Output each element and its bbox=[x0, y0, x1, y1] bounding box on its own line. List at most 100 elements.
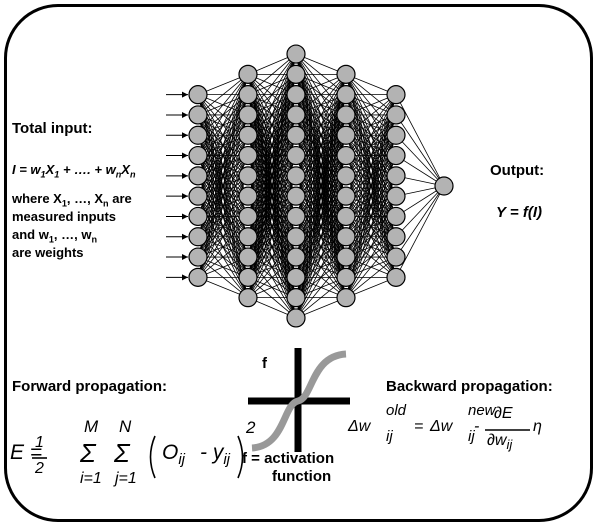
forward-i-start: i=1 bbox=[80, 470, 102, 487]
activation-function-plot bbox=[248, 348, 350, 452]
network-node bbox=[188, 85, 208, 105]
backward-old: old bbox=[386, 402, 407, 419]
right-paren bbox=[237, 435, 244, 479]
network-edge bbox=[295, 74, 347, 156]
network-edge bbox=[247, 216, 297, 298]
network-node bbox=[188, 227, 208, 247]
network-edge bbox=[247, 94, 297, 298]
sigmoid-curve bbox=[251, 350, 347, 452]
network-node bbox=[188, 186, 208, 206]
network-nodes bbox=[188, 44, 454, 328]
forward-half-den: 2 bbox=[35, 460, 44, 477]
network-edge bbox=[247, 53, 297, 217]
network-edge bbox=[395, 185, 445, 258]
network-node bbox=[188, 166, 208, 186]
network-node bbox=[386, 227, 406, 247]
network-node bbox=[286, 186, 306, 206]
input-arrow-head bbox=[182, 111, 188, 118]
output-equation: Y = f(I) bbox=[496, 204, 542, 221]
network-node bbox=[336, 105, 356, 125]
network-node bbox=[238, 64, 258, 84]
network-node bbox=[286, 85, 306, 105]
total-input-where-line-2: measured inputs bbox=[12, 209, 117, 224]
backward-dE: ∂E bbox=[494, 405, 513, 422]
network-node bbox=[336, 145, 356, 166]
network-node bbox=[238, 227, 258, 247]
input-arrows bbox=[166, 91, 188, 281]
network-node bbox=[336, 85, 356, 105]
backward-equals: = bbox=[414, 418, 424, 435]
total-input-where-line-1: where X1, …, Xn are bbox=[12, 191, 132, 209]
network-node bbox=[238, 125, 258, 145]
backward-new: new bbox=[468, 402, 496, 419]
network-node bbox=[188, 145, 208, 166]
network-node bbox=[336, 206, 356, 227]
network-edge bbox=[247, 135, 297, 298]
backward-eta: η bbox=[533, 418, 542, 435]
input-arrow-head bbox=[182, 254, 188, 261]
input-arrow-head bbox=[182, 91, 188, 98]
network-node bbox=[238, 85, 258, 105]
network-node bbox=[286, 288, 306, 308]
network-edge bbox=[197, 74, 249, 258]
activation-caption-line-2: function bbox=[272, 468, 332, 485]
network-node bbox=[238, 288, 258, 308]
forward-half-num: 1 bbox=[35, 434, 44, 451]
network-node bbox=[238, 105, 258, 125]
network-node bbox=[286, 166, 306, 186]
sum-sign-j: Σ bbox=[113, 438, 131, 468]
network-edge bbox=[247, 53, 297, 258]
network-edge bbox=[345, 94, 397, 298]
input-arrow-head bbox=[182, 172, 188, 179]
activation-caption-line-1: f = activation bbox=[242, 450, 335, 467]
network-node bbox=[238, 206, 258, 227]
network-node bbox=[386, 186, 406, 206]
network-edge bbox=[295, 256, 347, 319]
network-node bbox=[238, 186, 258, 206]
forward-j-start: j=1 bbox=[115, 470, 137, 487]
network-node bbox=[336, 267, 356, 287]
network-node bbox=[286, 247, 306, 267]
network-edge bbox=[247, 53, 297, 278]
forward-N: N bbox=[119, 417, 132, 436]
network-node bbox=[286, 267, 306, 287]
rounded-frame bbox=[4, 4, 593, 522]
forward-square: 2 bbox=[246, 418, 256, 437]
network-node bbox=[386, 206, 406, 227]
network-node bbox=[286, 206, 306, 227]
input-arrow-head bbox=[182, 233, 188, 240]
network-node bbox=[336, 125, 356, 145]
network-edge bbox=[247, 114, 297, 298]
network-node bbox=[386, 166, 406, 186]
network-node bbox=[336, 166, 356, 186]
network-edge bbox=[247, 53, 297, 237]
activation-f-label: f bbox=[262, 355, 267, 372]
network-edge bbox=[345, 94, 397, 136]
network-edge bbox=[345, 216, 397, 298]
network-edge bbox=[197, 114, 249, 278]
network-node bbox=[386, 85, 406, 105]
network-edge bbox=[247, 256, 297, 298]
network-node bbox=[386, 267, 406, 287]
network-edge bbox=[295, 94, 347, 319]
forward-O: Oij bbox=[162, 441, 186, 469]
network-edge bbox=[197, 216, 249, 278]
forward-M: M bbox=[84, 417, 99, 436]
network-node bbox=[238, 145, 258, 166]
network-node bbox=[188, 247, 208, 267]
network-node bbox=[286, 64, 306, 84]
network-edge bbox=[295, 74, 347, 116]
network-node bbox=[188, 105, 208, 125]
total-input-title: Total input: bbox=[12, 120, 93, 137]
network-node bbox=[386, 247, 406, 267]
network-node bbox=[238, 247, 258, 267]
backward-dw-old: Δw bbox=[348, 418, 371, 435]
network-node bbox=[386, 145, 406, 166]
total-input-equation: I = w1X1 + …. + wnXn bbox=[12, 162, 136, 180]
network-edge bbox=[295, 74, 347, 278]
network-edge bbox=[197, 195, 249, 278]
network-edge bbox=[345, 236, 397, 298]
backward-ij-new: ij bbox=[468, 428, 475, 445]
network-edges bbox=[197, 53, 445, 319]
network-edge bbox=[197, 74, 249, 116]
